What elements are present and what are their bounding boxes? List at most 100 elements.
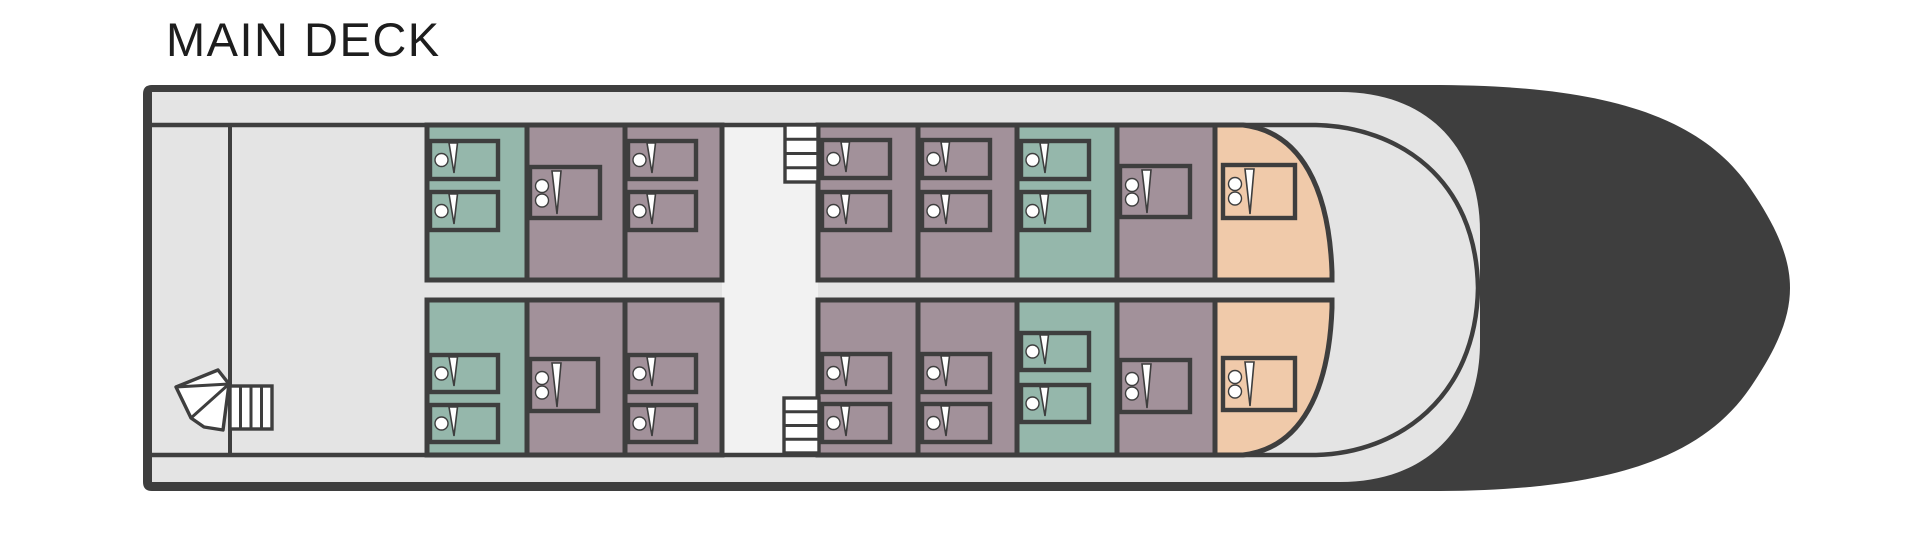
pillow [1025,203,1040,219]
blanket-fold [1039,386,1050,417]
pillow [534,193,550,208]
pillow [926,415,941,431]
stairs-fan-step [175,382,230,389]
blanket-fold [646,406,657,437]
bed-frame [1220,162,1298,221]
blanket-fold [940,405,951,437]
pillow [534,385,550,400]
bed-frame [625,402,699,445]
cabin-top-8 [1212,122,1335,283]
cabin-top-3 [622,122,725,283]
cabin-bottom-4 [815,297,921,458]
single-bed-icon [1018,189,1092,233]
blanket-fold [1141,363,1152,409]
pillow [826,415,841,431]
blanket-fold [1039,334,1050,365]
pillow [632,152,647,168]
single-bed-icon [919,189,993,233]
pillow [434,152,449,168]
single-bed-icon [427,402,501,445]
double-bed-icon [527,164,603,221]
pillow [434,366,449,381]
single-bed-icon [919,351,993,395]
single-bed-icon [819,189,893,233]
double-bed-icon [527,356,601,414]
blanket-fold [840,193,851,225]
pillow [926,151,941,167]
single-bed-icon [919,401,993,445]
pillow [926,365,941,381]
double-bed-icon [1117,163,1193,220]
single-bed-icon [427,189,501,233]
blanket-fold [940,141,951,173]
pillow [1124,386,1140,401]
pillow [632,203,647,219]
blanket-fold [1039,193,1050,225]
cabin-bottom-5 [915,297,1020,458]
single-bed-icon [819,137,893,181]
cabin-bottom-7 [1114,297,1218,458]
blanket-fold [448,406,459,437]
cabin-bottom-1 [424,297,530,458]
blanket-fold [940,193,951,225]
blanket-fold [448,142,459,174]
stairs-fan-step [189,382,231,420]
blanket-fold [551,170,562,215]
pillow [1124,192,1140,207]
single-bed-icon [427,352,501,395]
bed-frame [819,351,893,395]
cabin-top-6 [1014,122,1120,283]
bed-frame [625,352,699,395]
blanket-fold [551,362,562,408]
pillow [1025,344,1040,359]
single-bed-icon [427,138,501,182]
blanket-fold [448,193,459,225]
single-bed-icon [819,351,893,395]
stern-stairs-icon [174,368,274,432]
blanket-fold [646,142,657,174]
bed-frame [819,401,893,445]
pillow [434,416,449,431]
double-bed-icon [1220,162,1298,221]
blanket-fold [940,355,951,387]
single-bed-icon [1018,138,1092,182]
cabin-bottom-3 [622,297,725,458]
blanket-fold [646,356,657,387]
blanket-fold [1244,168,1255,215]
pillow [1227,191,1243,206]
cabin-top-5 [915,122,1020,283]
pillow [632,416,647,431]
blanket-fold [1244,361,1255,407]
cabin-bottom-6 [1014,297,1120,458]
deck-title: MAIN DECK [166,13,441,66]
pillow [434,203,449,219]
single-bed-icon [625,402,699,445]
single-bed-icon [1018,330,1092,373]
single-bed-icon [819,401,893,445]
blanket-fold [1141,169,1152,214]
pillow [1025,396,1040,411]
cabin-room [1014,297,1120,458]
pillow [826,203,841,219]
cabin-top-4 [815,122,921,283]
pillow [826,151,841,167]
blanket-fold [646,193,657,225]
pillow [826,365,841,381]
bed-frame [527,356,601,414]
cabin-bottom-8 [1212,297,1335,458]
ladder-bottom-icon [782,396,821,455]
cabin-bottom-2 [524,297,628,458]
single-bed-icon [625,352,699,395]
pillow [1227,384,1243,399]
interior-wall [152,122,1481,458]
pillow [1227,176,1243,192]
pillow [534,178,550,194]
cabin-top-2 [524,122,628,283]
single-bed-icon [625,189,699,233]
cabin-top-7 [1114,122,1218,283]
ladder-top-icon [783,123,820,184]
pillow [1025,152,1040,168]
blanket-fold [840,141,851,173]
